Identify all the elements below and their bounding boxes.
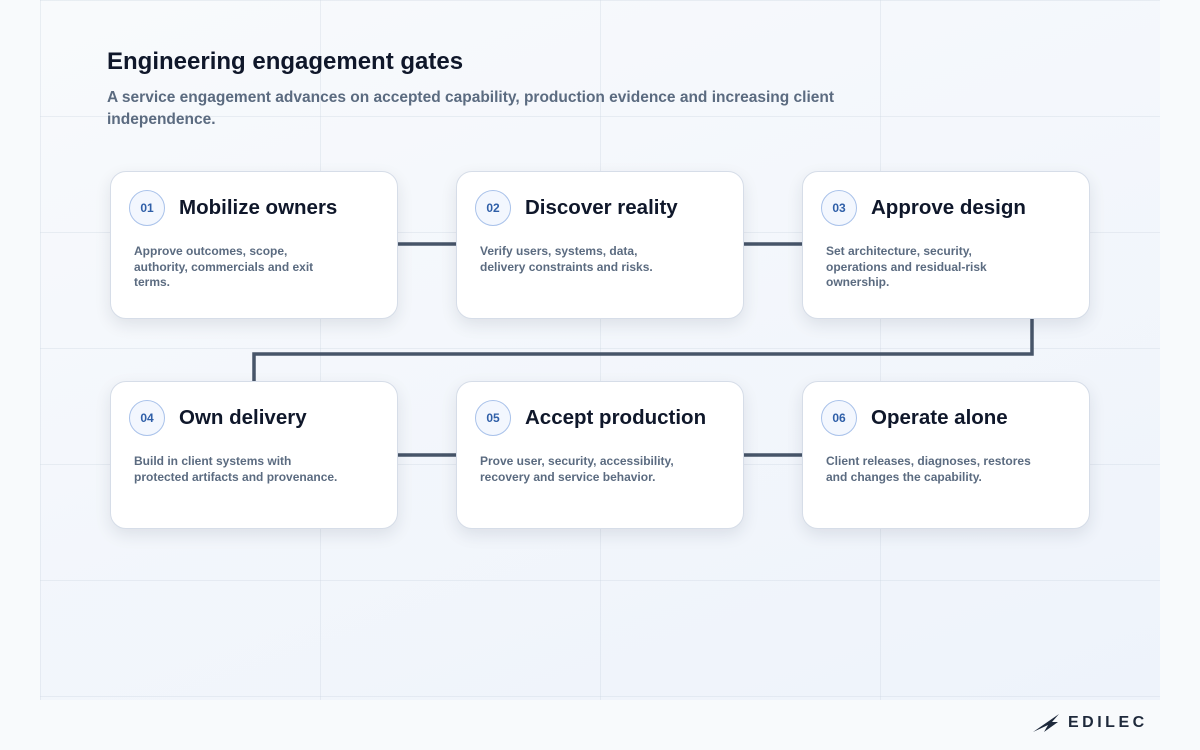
gate-title: Discover reality: [525, 196, 678, 219]
gate-description: Verify users, systems, data, delivery co…: [480, 244, 653, 274]
gate-title: Accept production: [525, 406, 707, 429]
page-title: Engineering engagement gates: [107, 48, 464, 75]
gate-number-badge: 05: [475, 400, 511, 436]
gate-title: Own delivery: [179, 406, 307, 429]
gate-card-03: 03 Approve design Set architecture, secu…: [802, 171, 1090, 319]
gate-card-05: 05 Accept production Prove user, securit…: [456, 381, 744, 529]
gate-title: Approve design: [871, 196, 1026, 219]
gate-description: Set architecture, security, operations a…: [826, 244, 987, 289]
gate-number-badge: 04: [129, 400, 165, 436]
edilec-logo-icon: [1033, 714, 1059, 732]
gate-card-02: 02 Discover reality Verify users, system…: [456, 171, 744, 319]
page-subtitle: A service engagement advances on accepte…: [107, 89, 835, 128]
gate-number-badge: 01: [129, 190, 165, 226]
gate-title: Mobilize owners: [179, 196, 338, 219]
brand-name: EDILEC: [1068, 714, 1148, 731]
gate-number-badge: 03: [821, 190, 857, 226]
gate-description: Client releases, diagnoses, restores and…: [826, 454, 1031, 484]
gate-card-01: 01 Mobilize owners Approve outcomes, sco…: [110, 171, 398, 319]
gate-number-badge: 02: [475, 190, 511, 226]
connector-03-04: [252, 319, 1034, 381]
gate-title: Operate alone: [871, 406, 1008, 429]
gate-card-06: 06 Operate alone Client releases, diagno…: [802, 381, 1090, 529]
gate-description: Approve outcomes, scope, authority, comm…: [134, 244, 314, 289]
diagram-background: [40, 0, 1160, 700]
brand-logo: EDILEC: [1032, 712, 1148, 734]
gate-description: Build in client systems with protected a…: [134, 454, 338, 484]
gate-description: Prove user, security, accessibility, rec…: [480, 454, 674, 484]
gate-card-04: 04 Own delivery Build in client systems …: [110, 381, 398, 529]
gate-number-badge: 06: [821, 400, 857, 436]
